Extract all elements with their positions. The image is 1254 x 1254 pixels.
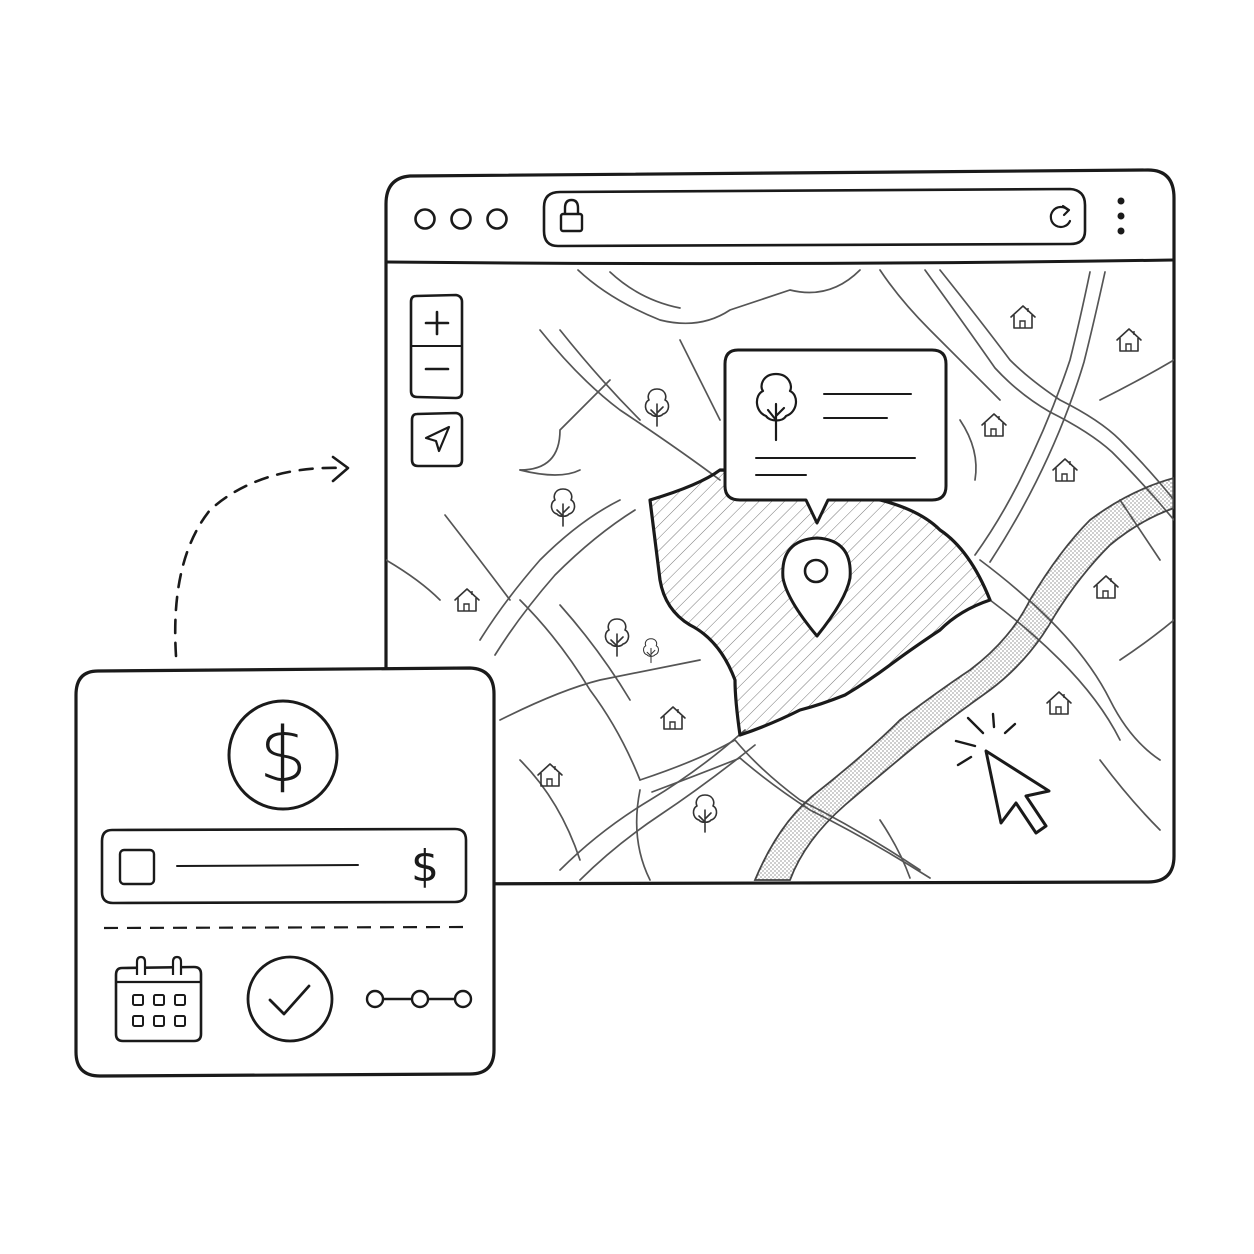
window-controls (414, 208, 508, 230)
map-info-popup[interactable] (723, 348, 948, 525)
kebab-menu-icon[interactable] (1117, 197, 1125, 235)
calendar-icon[interactable] (114, 955, 203, 1043)
dollar-coin-icon (227, 699, 339, 811)
navigation-arrow-icon (424, 425, 451, 453)
window-dot[interactable] (486, 208, 508, 230)
currency-symbol: $ (411, 841, 439, 892)
map-river (753, 477, 1174, 881)
zoom-out-button[interactable] (412, 347, 461, 397)
amount-input[interactable] (100, 827, 468, 905)
lock-icon (559, 198, 584, 233)
window-dot[interactable] (450, 208, 472, 230)
reload-icon[interactable] (1049, 204, 1072, 229)
map-pin-icon[interactable] (781, 536, 852, 638)
mouse-pointer-click-icon (954, 712, 1051, 835)
card-divider (103, 925, 469, 930)
address-bar[interactable] (542, 187, 1087, 248)
steps-progress-icon[interactable] (365, 989, 473, 1009)
map-controls (409, 293, 464, 468)
plus-icon (424, 310, 450, 336)
amount-checkbox[interactable] (118, 848, 156, 886)
check-circle-icon[interactable] (246, 955, 334, 1043)
browser-toolbar (414, 187, 1125, 248)
window-dot[interactable] (414, 208, 436, 230)
svg-text:$: $ (259, 710, 307, 799)
dollar-glyph: $ (259, 710, 307, 799)
locate-button[interactable] (410, 411, 464, 468)
zoom-in-button[interactable] (412, 297, 461, 345)
payment-card (74, 666, 496, 1078)
zoom-control (409, 293, 464, 400)
popup-text-lines (755, 393, 916, 476)
dashed-arrow-icon (173, 455, 350, 658)
tree-icon (755, 372, 797, 442)
amount-value-line (176, 864, 359, 867)
